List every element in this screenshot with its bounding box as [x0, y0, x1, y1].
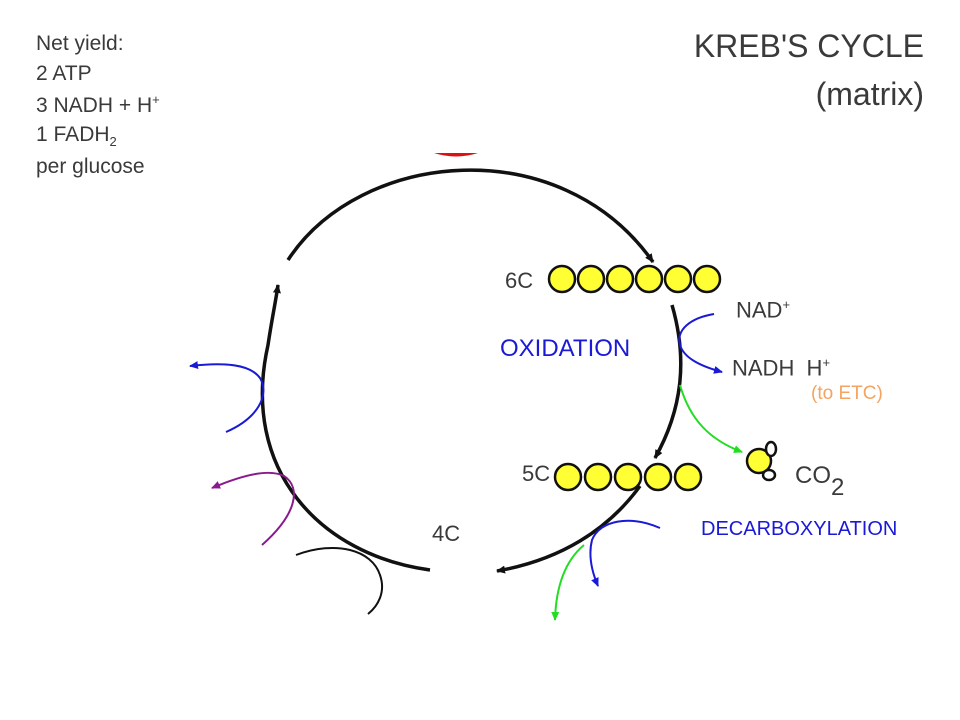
net-yield-nadh: 3 NADH + H+ [36, 93, 160, 116]
title-line-1: KREB'S CYCLE [693, 28, 924, 64]
nad-label: NAD+ [736, 298, 790, 321]
six-chain-carbon-atom [663, 264, 693, 294]
six-chain-carbon-atom [634, 264, 664, 294]
six-chain-carbon-atom [576, 264, 606, 294]
nad-sup: + [782, 297, 791, 312]
co2-text: CO [795, 462, 831, 489]
label-4c: 4C [432, 521, 461, 546]
oxidation-label: OXIDATION [500, 335, 631, 362]
six-chain-carbon-atom [605, 264, 635, 294]
title-line-2: (matrix) [815, 76, 924, 112]
net-yield-fadh-sub: 2 [109, 134, 117, 150]
net-yield-nadh-text: 3 NADH + H [36, 94, 153, 117]
five-chain-carbon-atom [583, 462, 613, 492]
net-yield-heading: Net yield: [36, 32, 124, 55]
net-yield-fadh-text: 1 FADH [36, 123, 110, 146]
red-cycle-marker [434, 153, 478, 157]
six-chain-carbon-atom [547, 264, 577, 294]
cycle-arc-left [260, 284, 431, 572]
bottom-green-arrow [551, 544, 585, 621]
net-yield-per-glucose: per glucose [36, 155, 145, 178]
to-etc-label: (to ETC) [811, 383, 883, 404]
five-carbon-chain [553, 462, 703, 492]
co2-release-arrow [679, 384, 743, 453]
six-chain-carbon-atom [692, 264, 722, 294]
five-chain-carbon-atom [643, 462, 673, 492]
bottom-blue-arrow [589, 519, 661, 587]
net-yield-nadh-sup: + [152, 92, 160, 107]
left-purple-arrow [211, 471, 295, 546]
nadh-sup: + [822, 355, 831, 370]
nadh-label: NADH H+ [732, 356, 830, 379]
cycle-arc-bottom-right [496, 484, 642, 574]
co2-sub: 2 [831, 474, 845, 501]
six-carbon-chain [547, 264, 722, 294]
five-chain-carbon-atom [553, 462, 583, 492]
label-5c: 5C [522, 461, 551, 486]
nadh-text: NADH H [732, 355, 823, 381]
five-chain-carbon-atom [673, 462, 703, 492]
left-blue-arrow [189, 361, 265, 433]
left-black-curve [295, 547, 384, 615]
label-6c: 6C [505, 268, 534, 293]
decarboxylation-label: DECARBOXYLATION [701, 518, 898, 540]
cycle-arc-right [653, 304, 683, 459]
net-yield-fadh: 1 FADH2 [36, 124, 117, 148]
five-chain-carbon-atom [613, 462, 643, 492]
nad-arrow [678, 313, 723, 374]
nad-text: NAD [736, 297, 783, 323]
cycle-arc-top [286, 168, 655, 264]
co2-molecule-icon [745, 440, 778, 482]
net-yield-atp: 2 ATP [36, 62, 92, 85]
co2-label: CO2 [795, 462, 844, 500]
